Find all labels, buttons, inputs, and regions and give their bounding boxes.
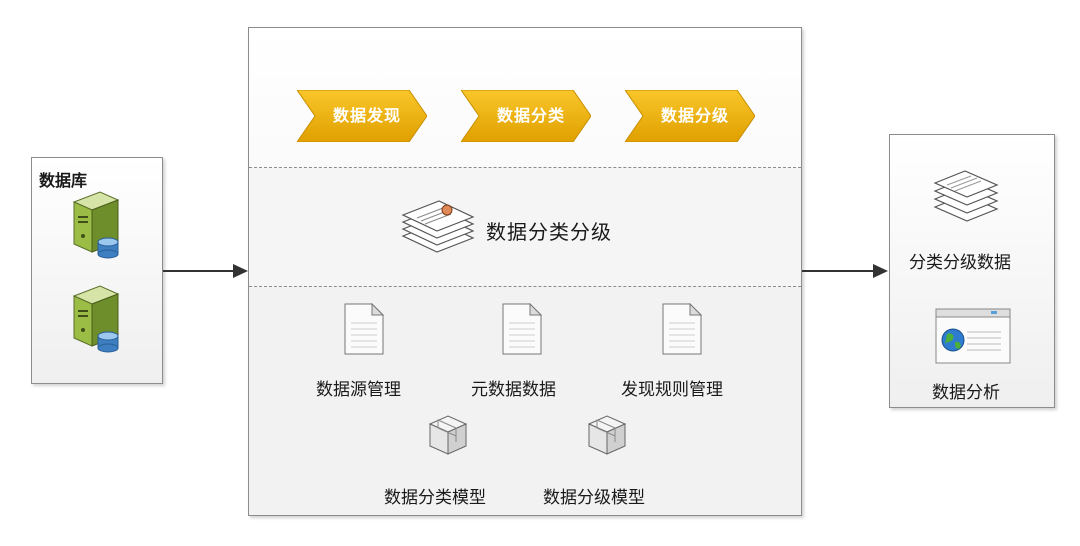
- package-icon: [587, 415, 627, 455]
- step-label: 数据分级: [660, 106, 729, 125]
- output-label: 分类分级数据: [909, 253, 1011, 273]
- output-label: 数据分析: [932, 383, 1000, 403]
- server-icon: [66, 190, 128, 260]
- step-chevron: 数据分级: [625, 90, 755, 142]
- center-section: [249, 168, 801, 286]
- section-divider: [249, 167, 801, 168]
- main-panel: 数据发现 数据分类 数据分级 数据分类分级: [248, 27, 802, 516]
- package-icon: [428, 415, 468, 455]
- step-label: 数据分类: [496, 106, 565, 125]
- server-icon: [66, 284, 128, 354]
- module-label: 数据源管理: [316, 380, 401, 400]
- module-label: 发现规则管理: [621, 380, 723, 400]
- module-label: 元数据数据: [471, 380, 556, 400]
- document-stack-icon: [933, 170, 999, 222]
- flow-arrow-icon: [802, 264, 888, 278]
- model-label: 数据分类模型: [384, 488, 486, 508]
- document-icon: [344, 303, 384, 355]
- document-stack-icon: [401, 200, 475, 253]
- browser-globe-icon: [935, 308, 1011, 364]
- database-panel: 数据库: [31, 157, 163, 384]
- output-panel: 分类分级数据 数据分析: [889, 134, 1055, 408]
- step-chevron: 数据分类: [461, 90, 591, 142]
- center-title: 数据分类分级: [486, 220, 612, 244]
- step-chevron: 数据发现: [297, 90, 427, 142]
- document-icon: [662, 303, 702, 355]
- document-icon: [502, 303, 542, 355]
- model-label: 数据分级模型: [543, 488, 645, 508]
- database-title: 数据库: [39, 171, 88, 190]
- step-label: 数据发现: [332, 106, 401, 125]
- section-divider: [249, 286, 801, 287]
- flow-arrow-icon: [163, 264, 248, 278]
